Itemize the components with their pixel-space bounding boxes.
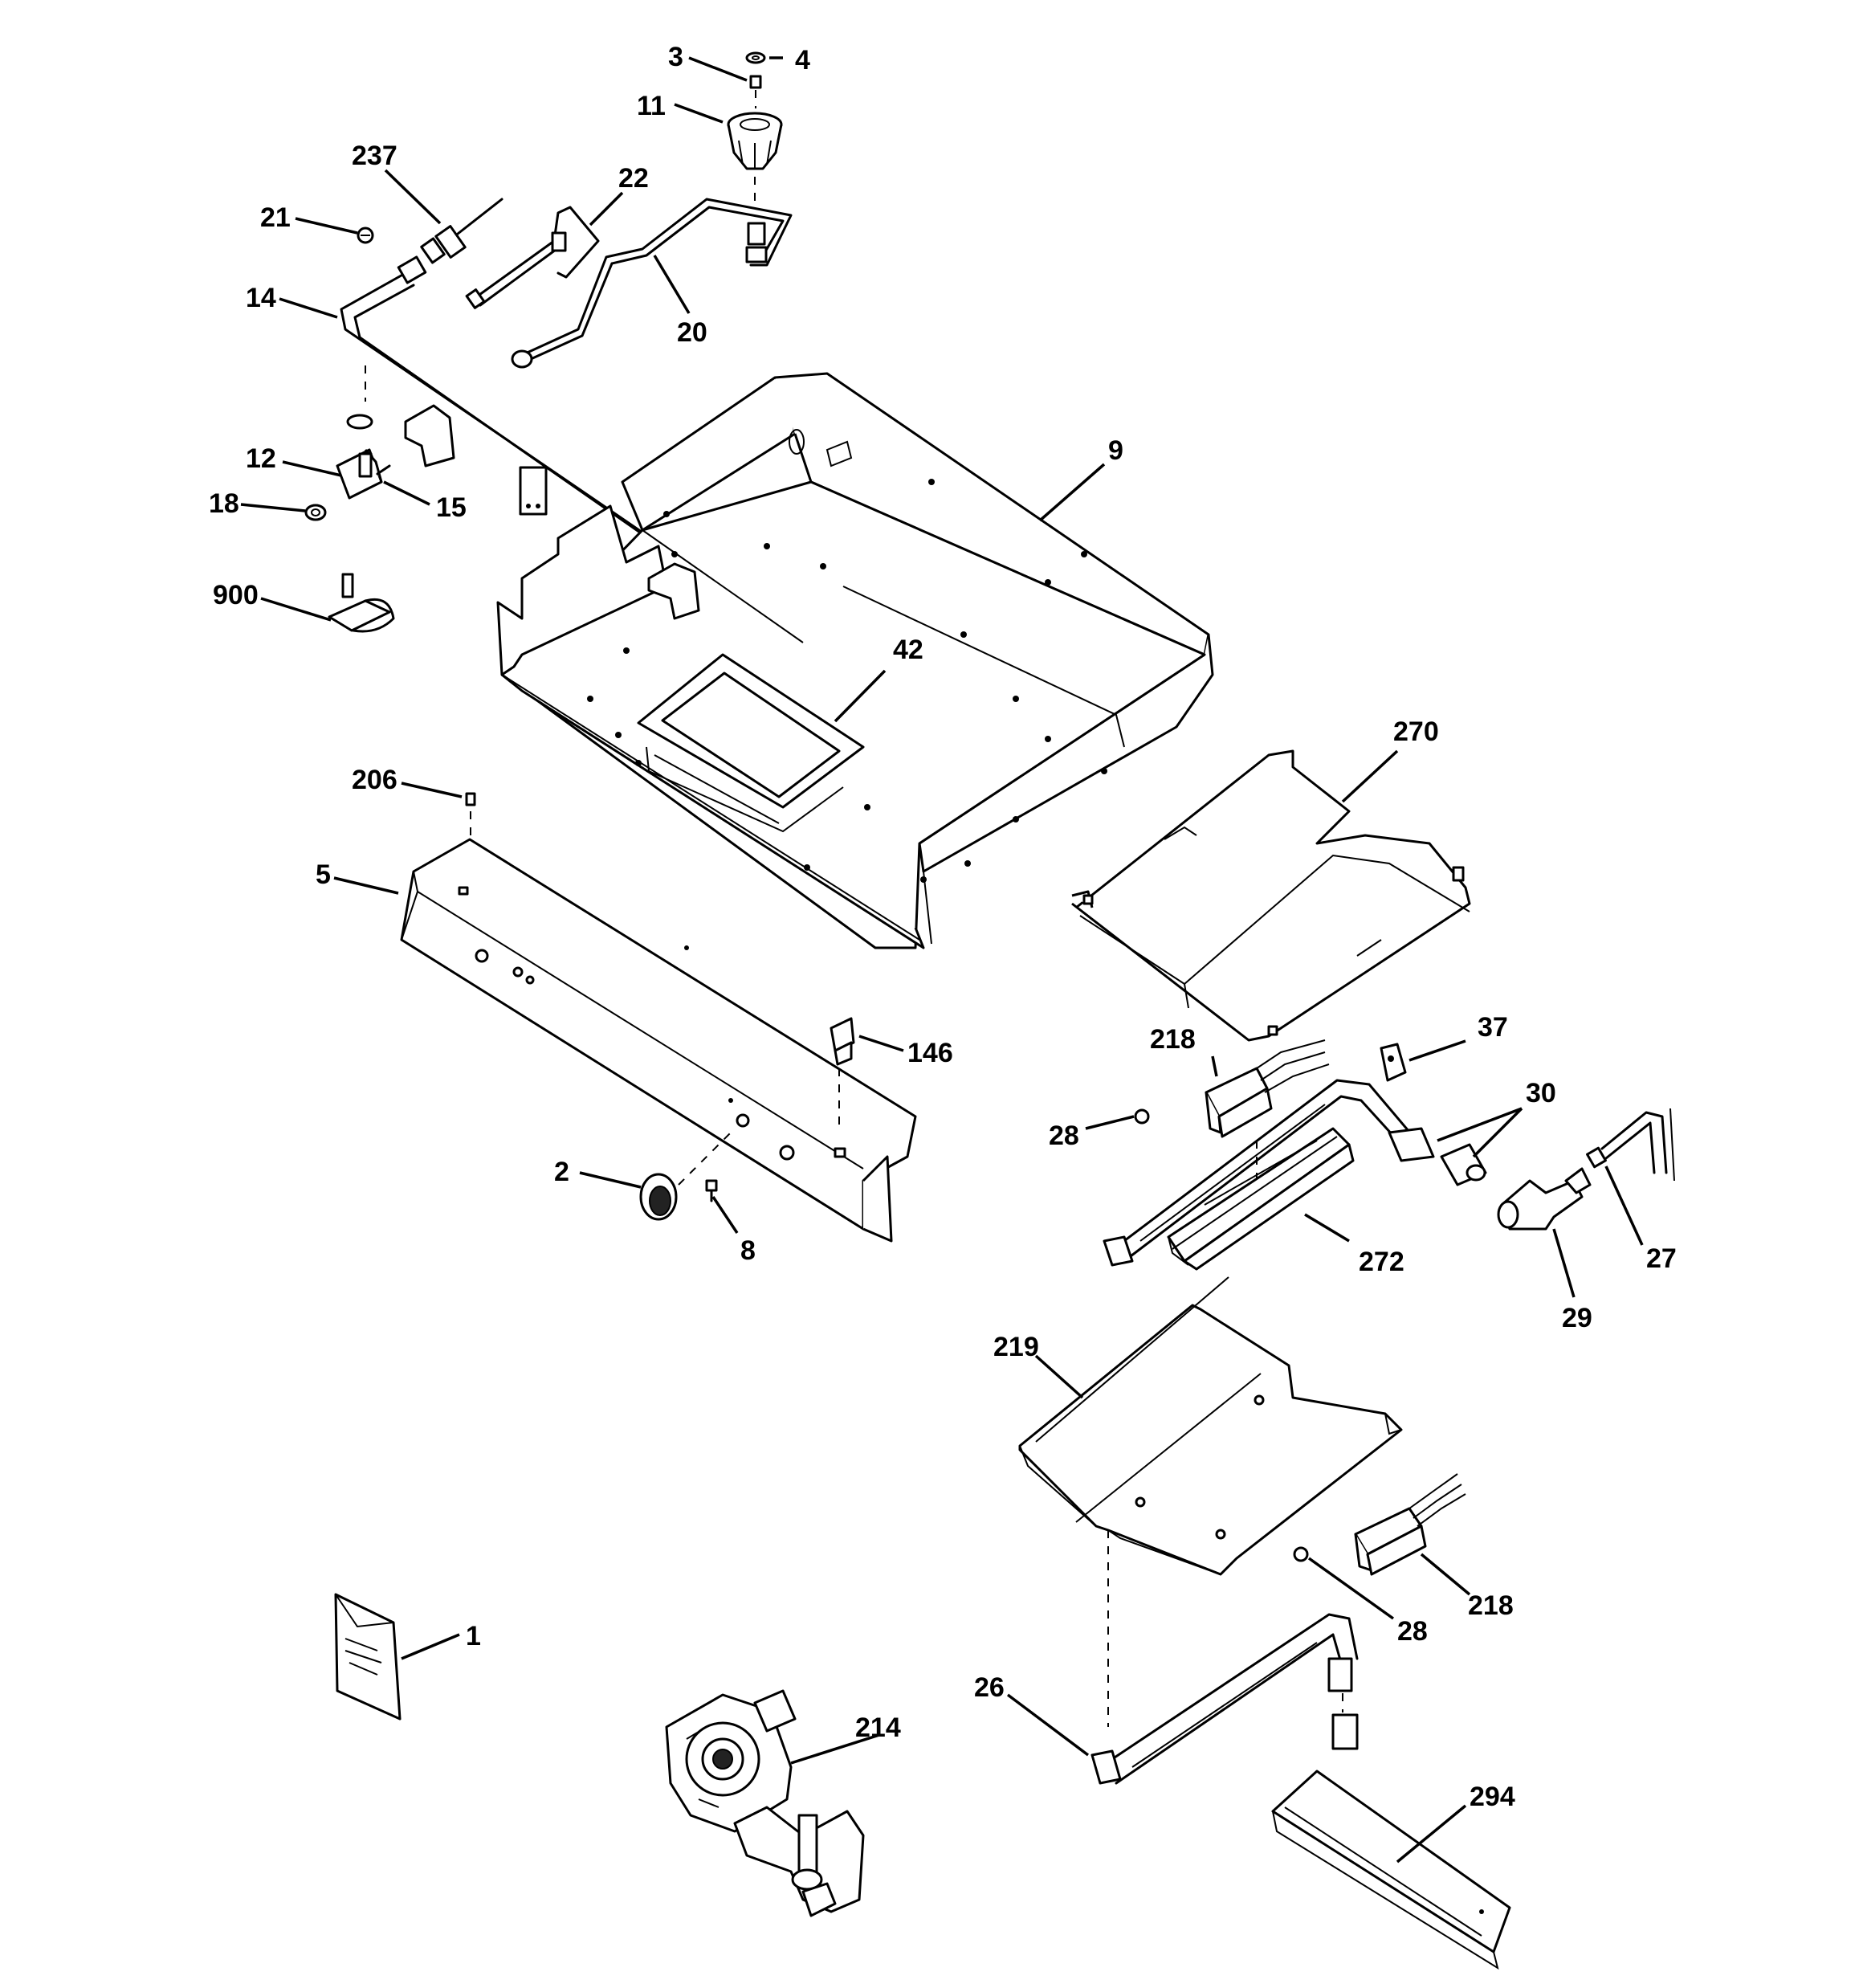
- callout-11: 11: [637, 91, 666, 121]
- callout-214: 214: [855, 1712, 901, 1743]
- part-9-burner-box: [496, 372, 1214, 949]
- callout-270: 270: [1393, 716, 1439, 747]
- part-3-screw: [749, 75, 762, 89]
- part-270-shield: [1071, 749, 1471, 1042]
- callout-9: 9: [1108, 435, 1123, 466]
- callout-146: 146: [907, 1038, 953, 1068]
- manifold-bracket-left: [404, 404, 548, 516]
- callout-26: 26: [974, 1672, 1005, 1703]
- part-218-igniter-lower: [1354, 1473, 1466, 1576]
- part-214-gas-valve: [665, 1689, 865, 1917]
- callout-22: 22: [618, 163, 649, 194]
- callout-labels: 3 4 11 237 22 21 14 20 9 12 18 15 900 42…: [209, 42, 1677, 1812]
- callout-15: 15: [436, 492, 467, 523]
- callout-294: 294: [1470, 1782, 1515, 1812]
- callout-206: 206: [352, 765, 397, 795]
- callout-18: 18: [209, 488, 239, 519]
- part-29-elbow: [1497, 1167, 1592, 1231]
- callout-29: 29: [1562, 1303, 1592, 1333]
- callout-2: 2: [554, 1157, 569, 1187]
- part-37-bracket: [1380, 1043, 1407, 1082]
- callout-37: 37: [1478, 1012, 1508, 1043]
- part-11-burner-cap: [727, 112, 783, 170]
- part-21-screw: [357, 227, 374, 244]
- part-15-screw: [376, 464, 391, 476]
- part-219-shield: [1018, 1276, 1403, 1576]
- callout-8: 8: [740, 1235, 756, 1266]
- part-26-bake-burner: [1090, 1613, 1359, 1785]
- callout-28-upper: 28: [1049, 1121, 1079, 1151]
- part-272-plate: [1167, 1127, 1355, 1271]
- part-237-orifice: [420, 198, 503, 264]
- part-20-tube: [511, 198, 793, 369]
- leader-lines: [240, 56, 1644, 1863]
- callout-14: 14: [246, 283, 276, 313]
- part-294-trim: [1271, 1770, 1511, 1970]
- callout-28-lower: 28: [1397, 1616, 1428, 1647]
- callout-1: 1: [466, 1621, 481, 1651]
- callout-5: 5: [316, 859, 331, 890]
- part-5-manifold-panel: [400, 838, 917, 1243]
- part-28-screw-lower: [1293, 1546, 1309, 1562]
- part-1-literature: [334, 1593, 402, 1721]
- part-8-screw: [705, 1179, 718, 1202]
- callout-219: 219: [993, 1332, 1039, 1362]
- callout-27: 27: [1646, 1243, 1677, 1274]
- callout-218-upper: 218: [1150, 1024, 1196, 1055]
- part-146-clip: [830, 1017, 855, 1066]
- part-22-tube: [465, 206, 600, 309]
- callout-21: 21: [260, 202, 291, 233]
- part-18-nut: [304, 504, 327, 521]
- callout-237: 237: [352, 141, 397, 171]
- callout-4: 4: [795, 45, 810, 76]
- callout-900: 900: [213, 580, 259, 610]
- part-4-washer: [745, 51, 766, 64]
- callout-42: 42: [893, 635, 923, 665]
- part-27-orifice: [1586, 1108, 1675, 1182]
- callout-12: 12: [246, 443, 276, 474]
- part-42-access-cover: [637, 653, 865, 833]
- part-206-screw: [465, 792, 476, 806]
- callout-20: 20: [677, 317, 707, 348]
- manifold-bracket-right: [647, 562, 700, 620]
- callout-272: 272: [1359, 1247, 1404, 1277]
- part-28-screw-upper: [1134, 1108, 1150, 1125]
- part-218-igniter-upper: [1205, 1039, 1330, 1138]
- callout-3: 3: [668, 42, 683, 72]
- part-12-bracket: [336, 414, 383, 500]
- part-2-knob: [639, 1173, 678, 1221]
- callout-30: 30: [1526, 1078, 1556, 1108]
- part-900-clamp: [328, 573, 395, 633]
- broil-burner-tube: [1103, 1079, 1435, 1267]
- callout-218-lower: 218: [1468, 1590, 1514, 1621]
